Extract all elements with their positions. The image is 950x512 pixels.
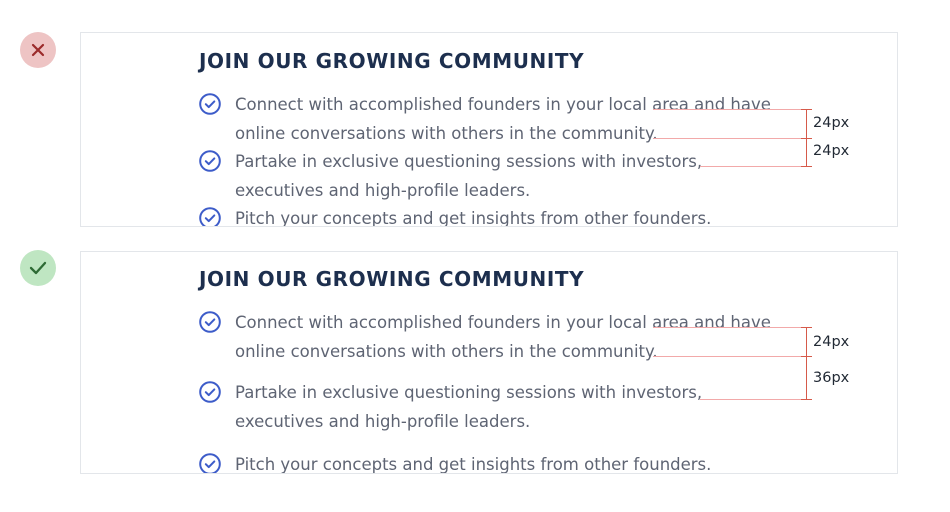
checkmark-icon bbox=[29, 261, 47, 275]
list-item-text: Partake in exclusive questioning session… bbox=[235, 152, 703, 200]
ruler-cap bbox=[801, 327, 812, 328]
section-heading: JOIN OUR GROWING COMMUNITY bbox=[199, 49, 585, 73]
check-circle-icon bbox=[199, 381, 221, 403]
spacing-label: 36px bbox=[813, 370, 850, 386]
section-heading: JOIN OUR GROWING COMMUNITY bbox=[199, 267, 585, 291]
guide-line bbox=[653, 109, 811, 110]
guide-line bbox=[700, 166, 811, 167]
list-item-text: Partake in exclusive questioning session… bbox=[235, 383, 703, 431]
guide-line bbox=[653, 138, 811, 139]
guide-line bbox=[653, 327, 811, 328]
list-item-text: Connect with accomplished founders in yo… bbox=[235, 95, 771, 143]
guide-line bbox=[653, 356, 811, 357]
check-circle-icon bbox=[199, 453, 221, 473]
list-item-text: Pitch your concepts and get insights fro… bbox=[235, 209, 712, 227]
spacing-label: 24px bbox=[813, 143, 850, 159]
close-icon bbox=[31, 43, 45, 57]
check-circle-icon bbox=[199, 311, 221, 333]
ruler-cap bbox=[801, 166, 812, 167]
ruler-cap bbox=[801, 138, 812, 139]
ruler-cap bbox=[801, 109, 812, 110]
spacing-ruler bbox=[806, 109, 807, 166]
list-item-text: Pitch your concepts and get insights fro… bbox=[235, 455, 712, 474]
check-circle-icon bbox=[199, 207, 221, 226]
list-item-text: Connect with accomplished founders in yo… bbox=[235, 313, 771, 361]
ruler-cap bbox=[801, 399, 812, 400]
spacing-ruler bbox=[806, 327, 807, 399]
incorrect-badge bbox=[20, 32, 56, 68]
check-circle-icon bbox=[199, 93, 221, 115]
spacing-label: 24px bbox=[813, 334, 850, 350]
check-circle-icon bbox=[199, 150, 221, 172]
spacing-label: 24px bbox=[813, 115, 850, 131]
guide-line bbox=[700, 399, 811, 400]
ruler-cap bbox=[801, 356, 812, 357]
example-card-incorrect: JOIN OUR GROWING COMMUNITY Connect with … bbox=[80, 32, 898, 227]
correct-badge bbox=[20, 250, 56, 286]
example-card-correct: JOIN OUR GROWING COMMUNITY Connect with … bbox=[80, 251, 898, 474]
